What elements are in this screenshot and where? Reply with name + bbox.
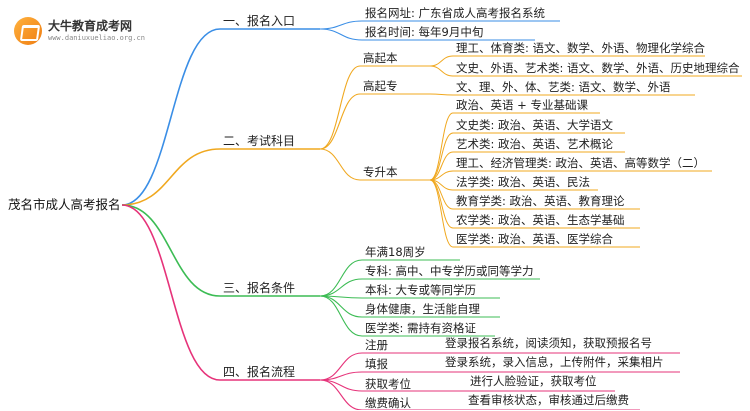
eligibility-item: 身体健康，生活能自理 <box>365 302 480 316</box>
connector-sec2-group <box>319 148 361 181</box>
connector-sec1-item <box>319 20 363 30</box>
registration-time: 报名时间: 每年9月中旬 <box>365 25 484 39</box>
connector-zsb-item <box>429 132 454 181</box>
subject-item: 医学类: 政治、英语、医学综合 <box>456 232 614 246</box>
subject-item: 理工、体育类: 语文、数学、外语、物理化学综合 <box>456 41 706 55</box>
eligibility-item: 医学类: 需持有资格证 <box>365 321 477 335</box>
connector-gqz-item <box>429 93 454 96</box>
section-registration-entry: 一、报名入口 <box>223 14 296 28</box>
section-process: 四、报名流程 <box>223 365 296 379</box>
registration-url: 报名网址: 广东省成人高考报名系统 <box>365 6 546 20</box>
subject-item: 文、理、外、体、艺类: 语文、数学、外语 <box>456 80 671 94</box>
section-eligibility: 三、报名条件 <box>223 281 296 295</box>
brand-domain: www.daniuxueliao.org.cn <box>48 34 145 42</box>
eligibility-item: 本科: 大专或等同学历 <box>365 283 477 297</box>
connector-sec2-group <box>319 93 361 150</box>
group-zhuanshengben: 专升本 <box>363 165 398 179</box>
eligibility-item: 年满18周岁 <box>365 245 426 259</box>
connector-sec4-item <box>319 379 363 410</box>
connector-sec2-group <box>319 65 361 150</box>
subject-item: 理工、经济管理类: 政治、英语、高等数学（二） <box>456 156 706 170</box>
process-step-detail: 登录报名系统，阅读须知，获取预报名号 <box>445 336 652 350</box>
connector-root-sec3 <box>121 204 221 297</box>
subject-item: 教育学类: 政治、英语、教育理论 <box>456 194 625 208</box>
connector-sec3-item <box>319 278 363 297</box>
connector-sec1-item <box>319 28 363 41</box>
subject-item: 文史类: 政治、英语、大学语文 <box>456 118 614 132</box>
process-step: 注册 <box>365 338 388 352</box>
process-step-detail: 登录系统，录入信息，上传附件，采集相片 <box>445 355 664 369</box>
root-topic: 茂名市成人高考报名 <box>8 197 121 212</box>
brand-name: 大牛教育成考网 <box>48 19 133 33</box>
process-step-detail: 查看审核状态，审核通过后缴费 <box>468 393 629 407</box>
section-exam-subjects: 二、考试科目 <box>223 134 296 148</box>
subject-item: 艺术类: 政治、英语、艺术概论 <box>456 137 614 151</box>
connector-sec3-item <box>319 295 363 318</box>
eligibility-item: 专科: 高中、中专学历或同等学力 <box>365 264 534 278</box>
group-gaoqiben: 高起本 <box>363 51 398 65</box>
connector-zsb-item <box>429 151 454 181</box>
process-step-detail: 进行人脸验证，获取考位 <box>470 374 597 388</box>
connector-zsb-item <box>429 112 454 181</box>
brand-logo: 大牛教育成考网 www.daniuxueliao.org.cn <box>14 15 145 47</box>
connector-root-sec4 <box>121 204 221 381</box>
connector-sec3-item <box>319 259 363 297</box>
connector-root-sec2 <box>121 148 221 206</box>
subject-item: 法学类: 政治、英语、民法 <box>456 175 591 189</box>
connector-root-sec1 <box>121 28 221 206</box>
process-step: 获取考位 <box>365 377 411 391</box>
subject-item: 农学类: 政治、英语、生态学基础 <box>456 213 625 227</box>
process-step: 填报 <box>365 357 388 371</box>
process-step: 缴费确认 <box>365 396 411 410</box>
graduation-cap-icon <box>14 17 42 45</box>
connector-gqb-item <box>429 65 454 77</box>
connector-zsb-item <box>429 179 454 248</box>
connector-zsb-item <box>429 179 454 229</box>
group-gaoqizhuan: 高起专 <box>363 79 398 93</box>
subject-item: 政治、英语 + 专业基础课 <box>456 98 588 112</box>
connector-sec4-item <box>319 379 363 392</box>
connector-gqb-item <box>429 55 454 67</box>
subject-item: 文史、外语、艺术类: 语文、数学、外语、历史地理综合 <box>456 61 740 75</box>
connector-sec3-item <box>319 295 363 337</box>
